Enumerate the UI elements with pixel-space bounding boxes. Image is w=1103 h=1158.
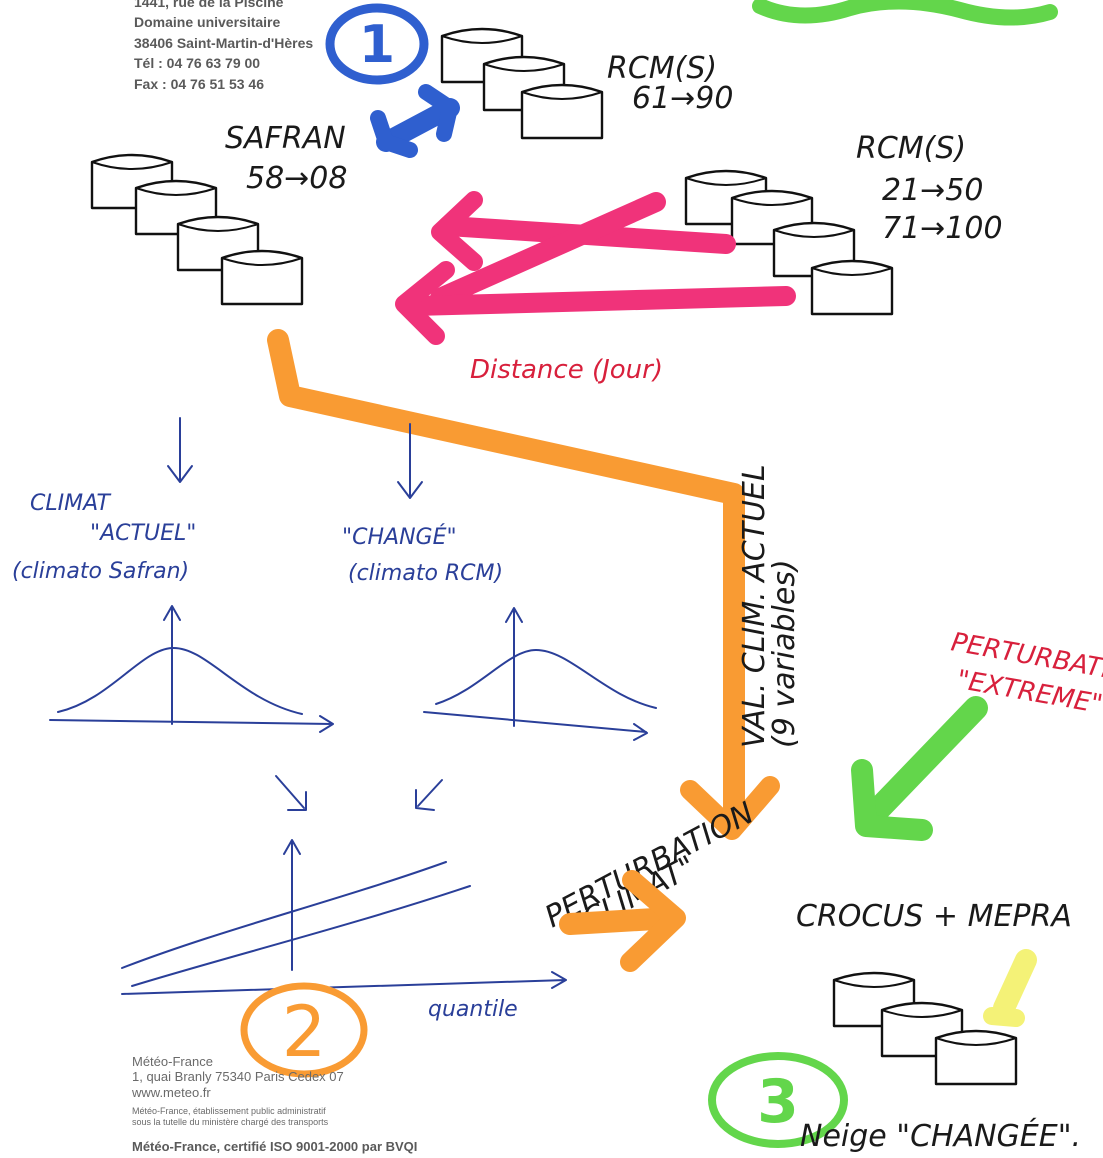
quantile-label: quantile [428, 997, 518, 1022]
step-3-marker: 3 [708, 1052, 848, 1148]
letterhead-city: 38406 Saint-Martin-d'Hères [134, 35, 313, 51]
climat-label: CLIMAT [30, 491, 112, 516]
meteo-france-website: www.meteo.fr [131, 1085, 211, 1100]
meteo-france-status: Météo-France, établissement public admin… [132, 1106, 326, 1116]
converging-arrows [275, 775, 443, 811]
pink-distance-arrows [395, 191, 796, 345]
bell-curve-actuel [49, 605, 334, 733]
letterhead-phone: Tél : 04 76 63 79 00 [134, 55, 260, 71]
step-2-marker: 2 [240, 982, 368, 1078]
meteo-france-address: 1, quai Branly 75340 Paris Cedex 07 [132, 1069, 344, 1084]
val-clim-annotation: VAL. CLIM. ACTUEL (9 variables) [737, 464, 802, 748]
rcm-top-years: 61→90 [632, 81, 733, 116]
orange-flow-arrow [267, 329, 780, 840]
green-perturbation-arrow [851, 696, 988, 841]
meteo-france-certification: Météo-France, certifié ISO 9001-2000 par… [132, 1139, 417, 1154]
val-clim-label: VAL. CLIM. ACTUEL [737, 464, 772, 748]
step-3-number: 3 [757, 1067, 799, 1137]
output-cylinders [832, 971, 1018, 1086]
rcm-top-cylinders [440, 27, 604, 140]
val-clim-variables: (9 variables) [767, 559, 802, 748]
rcm-right-years-2: 71→100 [882, 211, 1003, 246]
output-snow-label: Neige "CHANGÉE". [800, 1118, 1081, 1154]
yellow-arrow [983, 949, 1037, 1027]
change-label: "CHANGÉ" [342, 524, 457, 550]
letterhead-domain: Domaine universitaire [134, 14, 280, 30]
quantile-graph [121, 839, 567, 995]
letterhead-top: 1441, rue de la Piscine Domaine universi… [134, 0, 313, 92]
meteo-france-tutelle: sous la tutelle du ministère chargé des … [132, 1117, 329, 1127]
safran-label: SAFRAN [225, 121, 346, 156]
safran-years: 58→08 [246, 161, 347, 196]
step-1-number: 1 [359, 15, 395, 75]
rcm-right-label: RCM(S) [856, 131, 966, 166]
actuel-label: "ACTUEL" [90, 521, 196, 546]
letterhead-address: 1441, rue de la Piscine [134, 0, 284, 10]
meteo-france-name: Météo-France [132, 1054, 213, 1069]
green-squiggle-decoration [752, 0, 1058, 26]
crocus-mepra-label: CROCUS + MEPRA [796, 899, 1072, 934]
step-1-marker: 1 [325, 3, 429, 85]
down-arrows [167, 417, 423, 499]
bell-curve-change [423, 607, 657, 741]
distance-label: Distance (Jour) [470, 355, 663, 385]
blue-double-arrow [370, 84, 460, 158]
climato-safran-label: (climato Safran) [12, 559, 189, 584]
climato-rcm-label: (climato RCM) [348, 561, 503, 586]
orange-perturbation-arrow [559, 870, 686, 972]
letterhead-fax: Fax : 04 76 51 53 46 [134, 76, 264, 92]
rcm-top-label: RCM(S) [607, 51, 717, 86]
letterhead-bottom: Météo-France 1, quai Branly 75340 Paris … [131, 1054, 417, 1154]
rcm-right-years-1: 21→50 [882, 173, 983, 208]
step-2-number: 2 [282, 991, 327, 1073]
